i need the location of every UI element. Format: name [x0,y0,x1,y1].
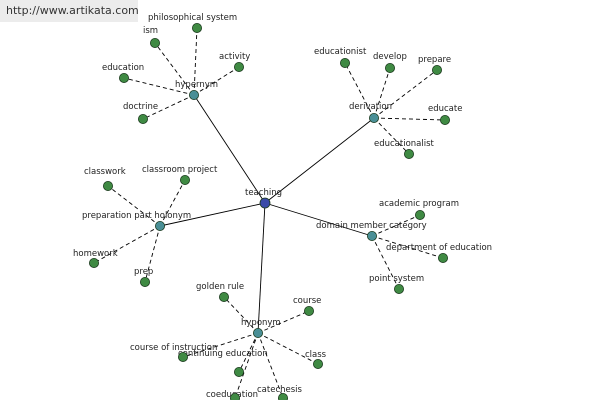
nodes-layer [89,22,450,400]
leaf-node-homework[interactable] [89,257,100,268]
leaf-label-golden-rule[interactable]: golden rule [196,282,244,292]
leaf-label-classroom-project[interactable]: classroom project [142,165,218,175]
edge-teaching-hyponym [257,202,266,334]
hub-node-derivation[interactable] [368,113,379,124]
edges-layer [93,27,446,399]
edge-domain-member-category-point-system [371,235,400,290]
leaf-node-philosophical-system[interactable] [191,22,202,33]
leaf-node-educationalist[interactable] [403,148,414,159]
leaf-node-continuing-education[interactable] [233,366,244,377]
leaf-node-educationist[interactable] [339,58,350,69]
leaf-label-continuing-education[interactable]: continuing education [178,349,268,359]
leaf-node-academic-program[interactable] [414,209,425,220]
labels-layer: ism philosophical system activity education… [73,13,492,400]
leaf-label-philosophical-system[interactable]: philosophical system [148,13,237,23]
leaf-label-educate[interactable]: educate [428,104,462,114]
leaf-label-course-of-instruction[interactable]: course of instruction [130,343,217,353]
edge-hyponym-coeducation [234,332,259,399]
leaf-label-educationist[interactable]: educationist [314,47,367,57]
hub-label-hyponym[interactable]: hyponym [241,318,281,328]
leaf-node-doctrine[interactable] [137,114,148,125]
leaf-label-classwork[interactable]: classwork [84,167,126,177]
hub-node-hypernym[interactable] [188,90,199,101]
hub-label-derivation[interactable]: derivation [349,102,392,112]
edge-domain-member-category-academic-program [371,214,421,237]
edge-hyponym-catechesis [257,332,284,399]
edge-hypernym-ism [154,42,195,96]
leaf-label-ism[interactable]: ism [143,26,158,36]
edge-teaching-hypernym [193,94,266,204]
leaf-node-ism[interactable] [149,38,160,49]
leaf-node-catechesis[interactable] [278,393,288,400]
leaf-node-classwork[interactable] [103,180,114,191]
url-bar: http://www.artikata.com [0,0,139,22]
hub-node-preparation-part-holonym[interactable] [154,220,165,231]
leaf-label-prep[interactable]: prep [134,267,153,277]
leaf-label-homework[interactable]: homework [73,249,118,259]
leaf-label-department-of-education[interactable]: department of education [386,243,492,253]
hub-node-hyponym[interactable] [252,327,263,338]
leaf-label-education[interactable]: education [102,63,144,73]
leaf-label-academic-program[interactable]: academic program [379,199,459,209]
edge-derivation-educationalist [373,117,410,155]
edge-preparation-part-holonym-prep [144,225,161,283]
edge-derivation-prepare [373,69,438,119]
leaf-node-education[interactable] [119,73,130,84]
leaf-label-catechesis[interactable]: catechesis [257,385,303,395]
leaf-node-point-system[interactable] [393,283,404,294]
edge-domain-member-category-department-of-education [371,235,444,259]
hub-node-domain-member-category[interactable] [366,230,377,241]
edge-preparation-part-holonym-classroom-project [159,179,186,227]
leaf-label-class[interactable]: class [305,350,327,360]
leaf-node-class[interactable] [312,358,323,369]
center-node-teaching[interactable] [259,197,271,209]
leaf-label-point-system[interactable]: point system [369,274,424,284]
edge-hyponym-golden-rule [223,296,259,334]
site-url[interactable]: http://www.artikata.com [6,4,139,17]
edge-derivation-develop [373,67,391,119]
leaf-label-doctrine[interactable]: doctrine [123,102,158,112]
leaf-node-coeducation[interactable] [230,393,240,400]
leaf-label-educationalist[interactable]: educationalist [374,139,435,149]
edge-hyponym-course [257,310,310,334]
leaf-node-prep[interactable] [139,276,150,287]
leaf-node-course-of-instruction[interactable] [177,351,188,362]
center-label-teaching[interactable]: teaching [245,188,282,198]
edge-preparation-part-holonym-classwork [107,185,161,227]
leaf-node-course[interactable] [303,305,314,316]
hub-label-preparation-part-holonym[interactable]: preparation part holonym [82,211,191,221]
leaf-label-activity[interactable]: activity [219,52,250,62]
edge-hypernym-education [123,77,195,96]
leaf-label-prepare[interactable]: prepare [418,55,451,65]
leaf-node-develop[interactable] [384,63,395,74]
leaf-node-classroom-project[interactable] [179,174,190,185]
edge-teaching-derivation [264,117,375,204]
edge-hyponym-class [257,332,319,365]
leaf-node-prepare[interactable] [431,65,442,76]
edge-derivation-educate [373,117,446,121]
edge-teaching-domain-member-category [264,202,373,237]
leaf-node-golden-rule[interactable] [218,291,229,302]
leaf-node-department-of-education[interactable] [437,252,448,263]
edge-hypernym-activity [193,66,240,96]
edge-teaching-preparation-part-holonym [159,202,266,227]
edge-hyponym-continuing-education [238,332,259,373]
leaf-label-course[interactable]: course [293,296,321,306]
edge-derivation-educationist [344,62,375,119]
hub-label-hypernym[interactable]: hypernym [175,80,218,90]
leaf-label-develop[interactable]: develop [373,52,407,62]
hub-label-domain-member-category[interactable]: domain member category [316,221,427,231]
leaf-node-educate[interactable] [439,115,450,126]
edge-hypernym-doctrine [142,94,195,120]
leaf-node-activity[interactable] [233,62,244,73]
edge-hyponym-course-of-instruction [182,332,259,358]
edge-preparation-part-holonym-homework [93,225,161,264]
